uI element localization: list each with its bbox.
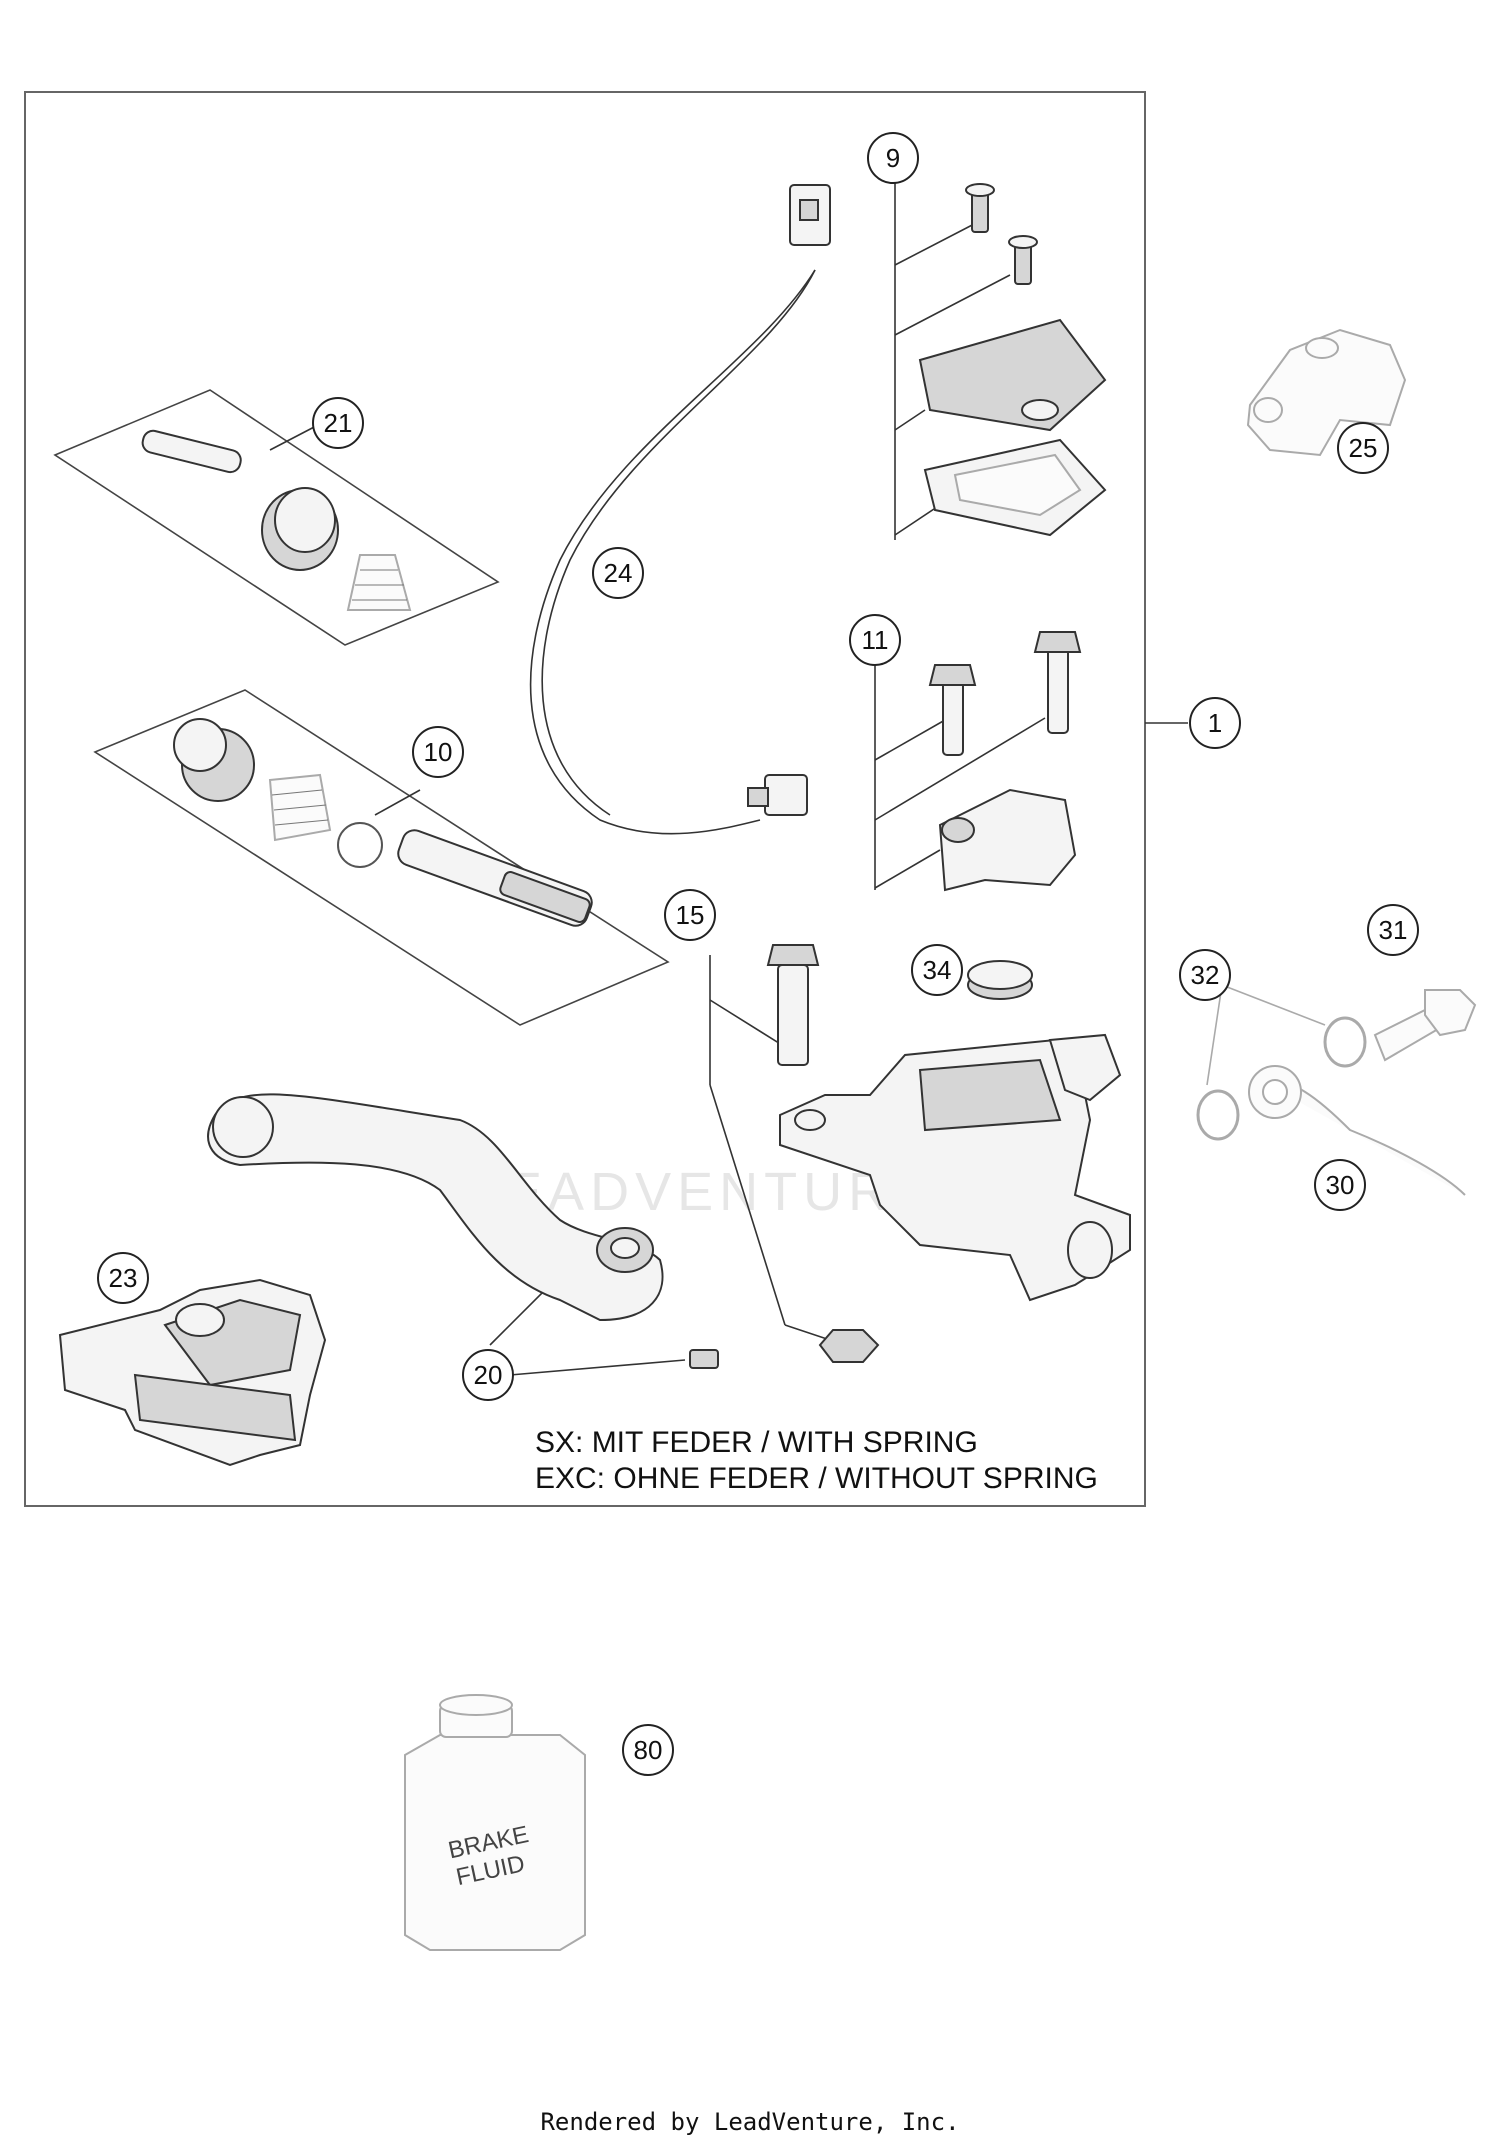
- part-15-pivot-bolt[interactable]: [709, 944, 880, 1363]
- part-34-plug[interactable]: [967, 960, 1033, 1000]
- callout-20[interactable]: 20: [462, 1349, 514, 1401]
- callout-34-label: 34: [923, 955, 952, 985]
- callout-24-label: 24: [604, 558, 633, 588]
- part-32-sealing-washers[interactable]: [1196, 984, 1367, 1141]
- part-80-brake-fluid[interactable]: BRAKE FLUID: [404, 1694, 586, 1951]
- note-line-2: EXC: OHNE FEDER / WITHOUT SPRING: [535, 1462, 1098, 1495]
- parts-diagram: LEADVENTURE: [24, 91, 1477, 1951]
- callout-20-label: 20: [474, 1360, 503, 1390]
- callout-15[interactable]: 15: [664, 889, 716, 941]
- callout-31-label: 31: [1379, 915, 1408, 945]
- part-11-handlebar-clamp[interactable]: [874, 631, 1082, 892]
- callout-9[interactable]: 9: [867, 132, 919, 184]
- part-23-lever-guard[interactable]: [58, 1278, 327, 1467]
- callout-31[interactable]: 31: [1367, 904, 1419, 956]
- part-24-brake-switch-cable[interactable]: [529, 184, 831, 835]
- callout-1-label: 1: [1208, 708, 1222, 738]
- callout-1[interactable]: 1: [1189, 697, 1241, 749]
- callout-30[interactable]: 30: [1314, 1159, 1366, 1211]
- part-30-brake-hose[interactable]: [1248, 1065, 1466, 1196]
- callout-25[interactable]: 25: [1337, 422, 1389, 474]
- callout-25-label: 25: [1349, 433, 1378, 463]
- callout-24[interactable]: 24: [592, 547, 644, 599]
- callout-10[interactable]: 10: [412, 726, 464, 778]
- part-9-reservoir-cover-kit[interactable]: [894, 180, 1107, 540]
- assembly-frame: [24, 91, 1146, 1507]
- callout-23-label: 23: [109, 1263, 138, 1293]
- callout-32-label: 32: [1191, 960, 1220, 990]
- part-10-piston-spring-kit[interactable]: [93, 689, 670, 1026]
- callout-30-label: 30: [1326, 1170, 1355, 1200]
- callout-11-label: 11: [862, 625, 889, 655]
- part-31-banjo-bolt[interactable]: [1373, 989, 1477, 1062]
- callout-32[interactable]: 32: [1179, 949, 1231, 1001]
- callout-9-label: 9: [886, 143, 900, 173]
- callout-11[interactable]: 11: [849, 614, 901, 666]
- part-25-clamp[interactable]: [1246, 328, 1407, 457]
- part-21-piston-kit[interactable]: [53, 389, 500, 646]
- callout-34[interactable]: 34: [911, 944, 963, 996]
- callout-10-label: 10: [424, 737, 453, 767]
- footer-credit: Rendered by LeadVenture, Inc.: [540, 2108, 960, 2136]
- callout-23[interactable]: 23: [97, 1252, 149, 1304]
- part-1-master-cylinder[interactable]: [779, 722, 1188, 1302]
- callout-80[interactable]: 80: [622, 1724, 674, 1776]
- note-line-1: SX: MIT FEDER / WITH SPRING: [535, 1426, 978, 1459]
- callout-15-label: 15: [676, 900, 705, 930]
- callout-21[interactable]: 21: [312, 397, 364, 449]
- callout-80-label: 80: [634, 1735, 663, 1765]
- callout-21-label: 21: [324, 408, 353, 438]
- part-20-brake-lever[interactable]: [207, 1093, 719, 1376]
